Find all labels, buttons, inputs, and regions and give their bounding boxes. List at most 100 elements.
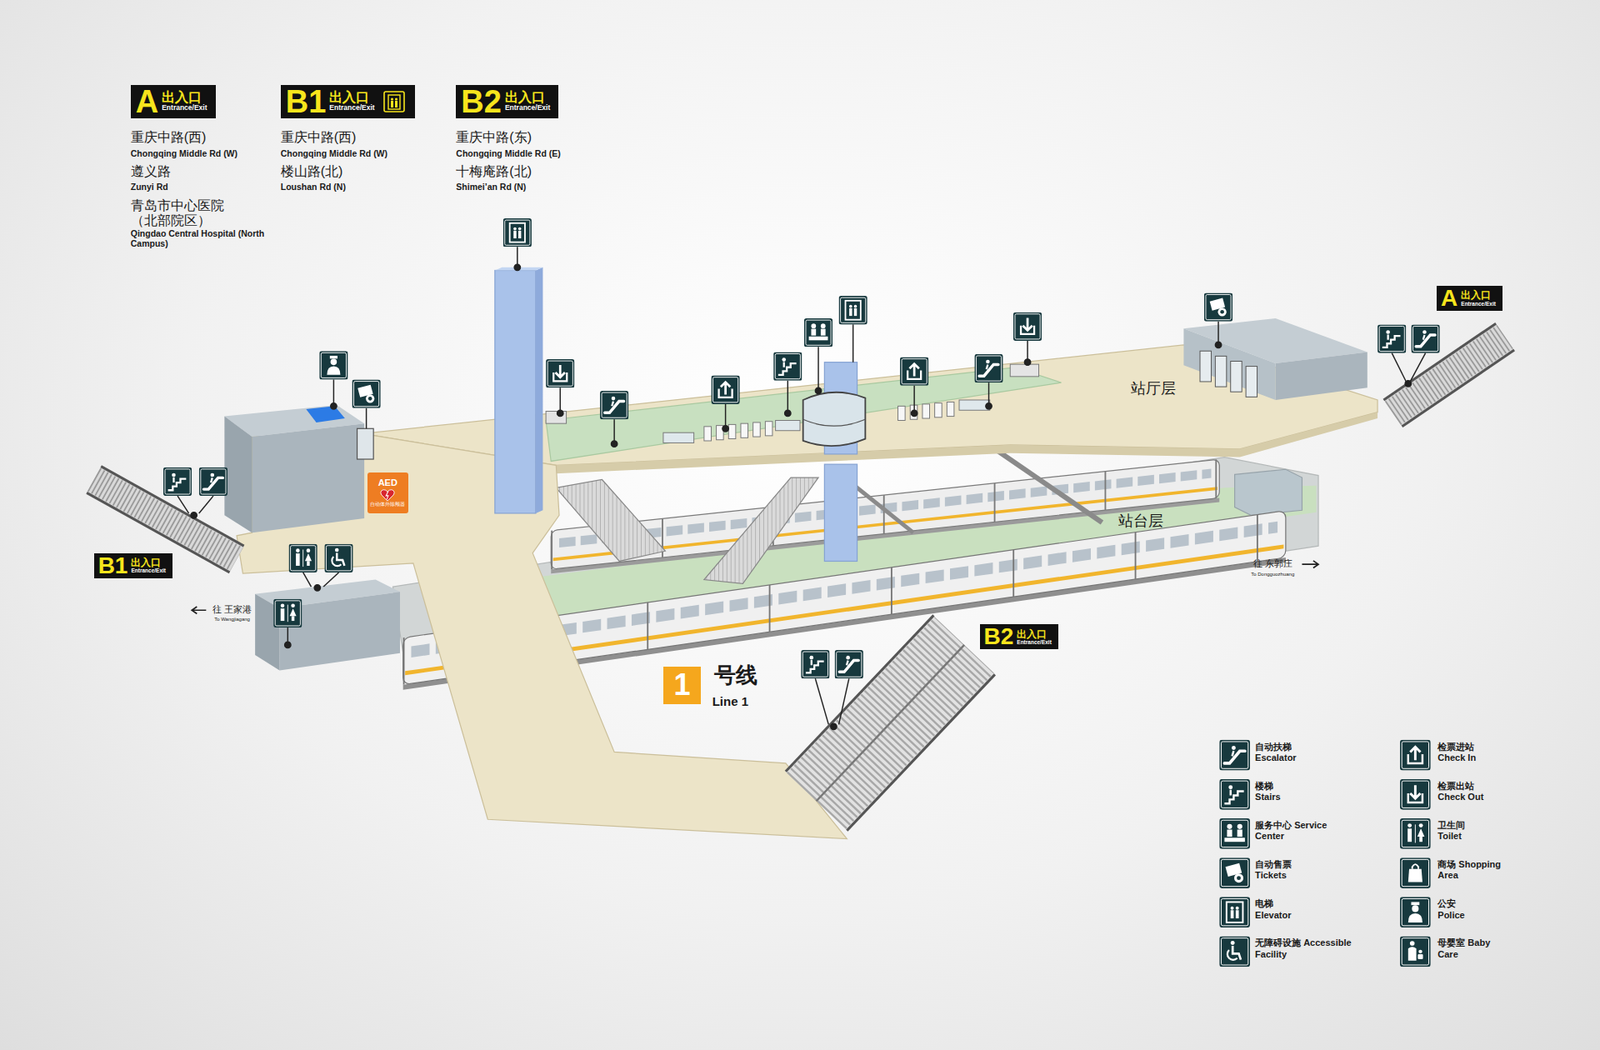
service-kiosk-line bbox=[803, 419, 866, 426]
illustration bbox=[86, 218, 1515, 967]
map-label: 重庆中路(西) bbox=[280, 130, 357, 145]
icon-set-part bbox=[163, 467, 192, 496]
stairs-b2-part bbox=[785, 615, 935, 771]
facility-icons-part bbox=[787, 380, 789, 414]
service-kiosk bbox=[803, 392, 866, 446]
exit-sign: A出入口Entrance/Exit bbox=[1436, 285, 1503, 311]
legend-text: 电梯 Elevator bbox=[1255, 898, 1304, 920]
facility-icons-part bbox=[1410, 353, 1425, 382]
aed-box: AED 自动体外除颤器 bbox=[367, 472, 409, 514]
legend-text: 商场 Shopping Area bbox=[1437, 859, 1511, 881]
exit-sign: B2出入口Entrance/Exit bbox=[980, 624, 1059, 650]
map-label: Line 1 bbox=[712, 694, 749, 709]
fare-gates-part bbox=[946, 401, 955, 416]
icon-set-part bbox=[319, 350, 348, 380]
legend-icons-part bbox=[1219, 818, 1250, 850]
map-label: Chongqing Middle Rd (E) bbox=[455, 148, 560, 159]
line-badge: 1 bbox=[663, 666, 701, 705]
map-label: To Dongguozhuang bbox=[1250, 571, 1295, 578]
facility-icons-part bbox=[514, 264, 520, 270]
ticket-machines-part bbox=[1200, 350, 1211, 382]
map-label: Zunyi Rd bbox=[130, 181, 169, 192]
legend-text: 服务中心 Service Center bbox=[1255, 820, 1332, 842]
legend-item: 检票进站 Check In bbox=[1437, 741, 1488, 764]
legend-icons-part bbox=[1219, 740, 1250, 771]
fare-gates-part bbox=[775, 420, 800, 430]
facility-icons-part bbox=[839, 678, 850, 725]
label-holder: To Wangjiagang bbox=[214, 616, 250, 623]
exit-sign: B1出入口Entrance/Exit bbox=[280, 85, 415, 119]
stairs-b2-part bbox=[816, 645, 965, 801]
exit-letter: B1 bbox=[98, 554, 129, 578]
ticket-machines-part bbox=[1215, 355, 1226, 387]
label-holder: Chongqing Middle Rd (W) bbox=[280, 148, 388, 159]
label-holder: 重庆中路(东) bbox=[455, 130, 532, 145]
line-number: 1 bbox=[674, 670, 691, 700]
fare-gates-part bbox=[663, 432, 695, 443]
ticket-machine bbox=[357, 428, 375, 460]
icon-set bbox=[163, 218, 1440, 679]
fare-gates-part bbox=[935, 403, 943, 418]
label-holder: 往 东郭庄 bbox=[1253, 558, 1293, 570]
facility-icons-part bbox=[199, 495, 214, 514]
icon-set-part bbox=[974, 354, 1003, 383]
aed-caption: 自动体外除颤器 bbox=[370, 501, 405, 508]
exit-chinese: 出入口 bbox=[505, 90, 550, 105]
room-side bbox=[224, 416, 252, 534]
stairs-a-part bbox=[1392, 336, 1505, 414]
legend-item: 卫生间 Toilet bbox=[1437, 820, 1475, 842]
fare-gates-part bbox=[765, 421, 773, 436]
exit-caption: 出入口Entrance/Exit bbox=[1016, 629, 1052, 646]
stairs-b2-part bbox=[816, 645, 965, 801]
facility-icons-part bbox=[985, 403, 992, 410]
legend-item: 服务中心 Service Center bbox=[1255, 820, 1332, 842]
legend-icons-part bbox=[1219, 857, 1250, 889]
legend-item: 商场 Shopping Area bbox=[1437, 859, 1511, 881]
exit-english: Entrance/Exit bbox=[1016, 639, 1052, 645]
exit-english: Entrance/Exit bbox=[130, 567, 166, 574]
icon-set-part bbox=[800, 650, 830, 679]
exit-chinese: 出入口 bbox=[1016, 629, 1052, 640]
label-holder: Chongqing Middle Rd (E) bbox=[455, 148, 560, 159]
legend-text: 母婴室 Baby Care bbox=[1437, 937, 1491, 960]
legend-icons-part bbox=[1219, 935, 1250, 967]
legend-item: 电梯 Elevator bbox=[1255, 898, 1304, 920]
room-roof-mark bbox=[305, 405, 345, 423]
icon-set-part bbox=[835, 650, 864, 679]
stairs-a-part bbox=[1401, 350, 1515, 427]
inner-stairs bbox=[704, 477, 819, 584]
legend-icons-part bbox=[1400, 857, 1431, 889]
facility-icons bbox=[177, 246, 1426, 730]
exit-sign: B1出入口Entrance/Exit bbox=[94, 553, 173, 579]
icon-set-part bbox=[900, 357, 929, 386]
exit-english: Entrance/Exit bbox=[1460, 300, 1496, 307]
label-holder: 往 王家港 bbox=[212, 604, 252, 615]
label-holder: Qingdao Central Hospital (North Campus) bbox=[130, 228, 275, 249]
legend-text: 公安 Police bbox=[1437, 898, 1475, 920]
icon-set-part bbox=[1410, 324, 1440, 353]
facility-icons-part bbox=[1215, 341, 1221, 348]
exit-chinese: 出入口 bbox=[1460, 290, 1496, 301]
label-holder: Line 1 bbox=[712, 694, 749, 709]
label-holder: 遵义路 bbox=[130, 164, 171, 180]
legend-icons-part bbox=[1400, 779, 1431, 810]
exit-letter: A bbox=[1440, 286, 1458, 310]
label-holder: 站厅层 bbox=[1130, 380, 1176, 398]
exit-letter: B2 bbox=[460, 85, 502, 118]
label-holder: Chongqing Middle Rd (W) bbox=[130, 148, 238, 159]
facility-icons-part bbox=[910, 410, 917, 416]
inner-stairs bbox=[555, 480, 665, 562]
icon-set-part bbox=[545, 359, 575, 388]
ticket-machines-part bbox=[1230, 360, 1242, 392]
legend-icons-part bbox=[1400, 818, 1431, 850]
aed-title: AED bbox=[378, 478, 398, 489]
exit-english: Entrance/Exit bbox=[161, 104, 207, 112]
facility-icons-part bbox=[722, 425, 729, 432]
exit-caption: 出入口Entrance/Exit bbox=[161, 90, 207, 113]
ticket-machines bbox=[1200, 350, 1258, 397]
elevator-icon-part bbox=[388, 95, 400, 110]
legend-icons-part bbox=[1219, 779, 1250, 810]
legend-item: 检票出站 Check Out bbox=[1437, 780, 1493, 803]
label-holder: 重庆中路(西) bbox=[130, 130, 207, 145]
